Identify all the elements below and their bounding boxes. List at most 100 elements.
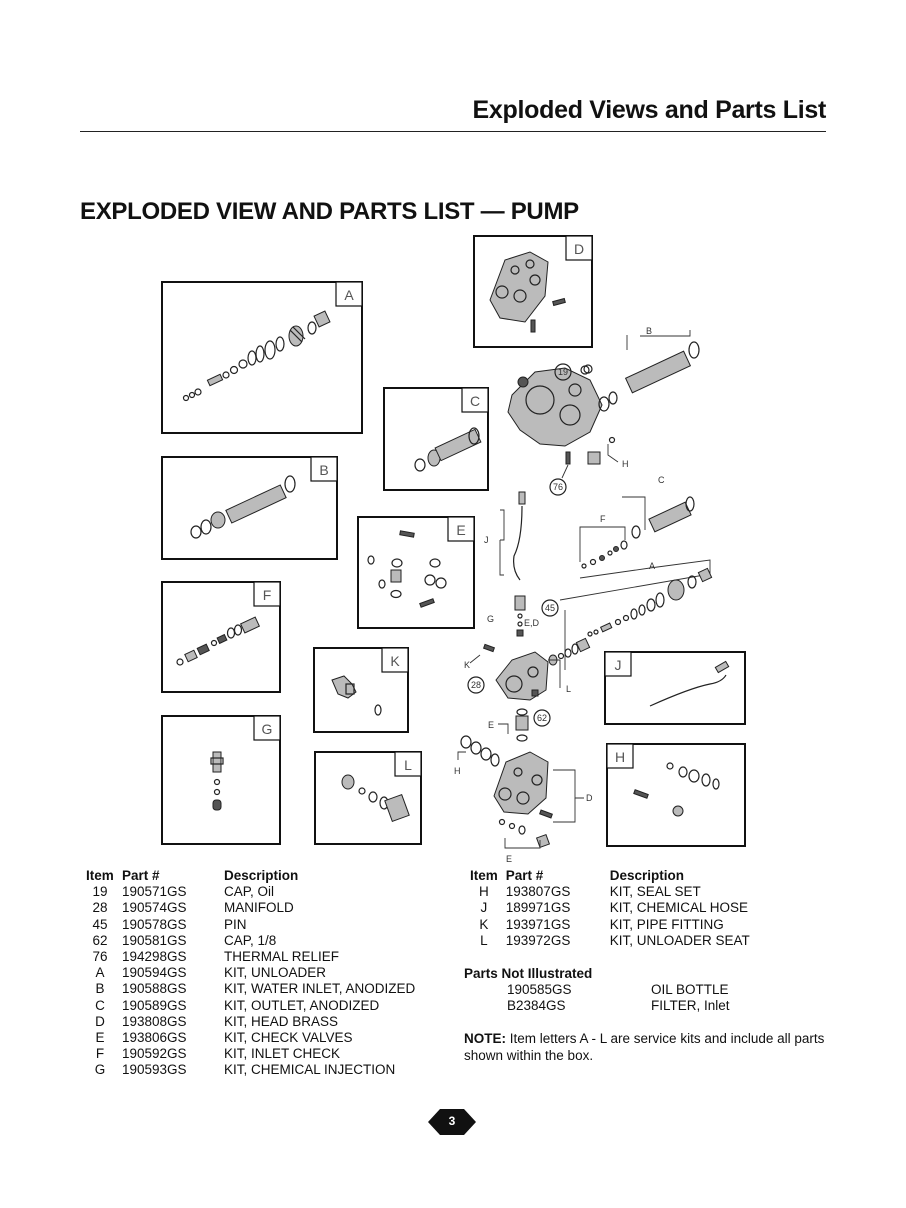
cell-item: F (95, 1046, 105, 1062)
cell-part: 190578GS (122, 916, 187, 932)
unloader-seat-illustration (341, 774, 410, 823)
note-text: Item letters A - L are service kits and … (464, 1031, 825, 1063)
cell-part: 190594GS (122, 965, 187, 981)
cell-description: KIT, CHEMICAL HOSE (609, 900, 749, 916)
cell-item: 45 (92, 916, 108, 932)
unloader-parts-illustration (182, 310, 331, 402)
leader-letter-c: C (658, 475, 665, 485)
cell-part: 190585GS (507, 982, 572, 997)
kit-box-b: B (161, 456, 338, 560)
unloader-chain (587, 567, 713, 637)
kit-box-f: F (161, 581, 281, 693)
pump-head-lower (457, 735, 584, 849)
cell-description: KIT, INLET CHECK (224, 1046, 341, 1062)
callout-45: 45 (541, 599, 559, 617)
kit-label-h: H (615, 749, 625, 765)
manifold-illustration (469, 643, 561, 701)
cell-description: MANIFOLD (224, 900, 294, 916)
cell-description: PIN (224, 916, 247, 932)
leader-letter-e-upper: E (488, 720, 494, 730)
column-header-description: Description (224, 868, 299, 883)
leader-lines-upper (559, 330, 711, 670)
table-row: 45 190578GS PIN (86, 917, 415, 933)
unloader-seat-chain (548, 637, 591, 666)
svg-text:19: 19 (558, 367, 568, 377)
kit-label-l: L (404, 757, 412, 773)
cell-item: J (480, 900, 488, 916)
table-row: F 190592GS KIT, INLET CHECK (86, 1046, 415, 1062)
kit-box-e: E (357, 516, 475, 629)
parts-not-illustrated-title: Parts Not Illustrated (464, 966, 593, 981)
cell-item: C (95, 997, 105, 1013)
kit-box-k: K (313, 647, 409, 733)
cell-description: KIT, CHECK VALVES (224, 1030, 353, 1046)
cell-item: H (479, 884, 489, 900)
cell-item: A (95, 965, 105, 981)
kit-box-h: H (606, 743, 746, 847)
header-divider (80, 131, 826, 132)
leader-letter-j: J (484, 535, 489, 545)
column-header-item: Item (470, 868, 498, 883)
kit-box-l: L (314, 751, 422, 845)
cell-item: L (480, 932, 488, 948)
kit-box-j: J (604, 651, 746, 725)
kit-label-a: A (344, 287, 354, 303)
water-inlet-illustration (190, 475, 296, 539)
cell-item: E (95, 1030, 105, 1046)
column-header-description: Description (609, 868, 685, 883)
section-title: EXPLODED VIEW AND PARTS LIST — PUMP (80, 198, 579, 225)
cell-part: 189971GS (505, 900, 571, 916)
column-header-part: Part # (122, 868, 160, 883)
cell-description: FILTER, Inlet (651, 998, 730, 1014)
cell-part: 190592GS (122, 1046, 187, 1062)
service-kit-note: NOTE: Item letters A - L are service kit… (464, 1030, 836, 1064)
cell-part: 190571GS (122, 884, 187, 900)
kit-label-c: C (470, 393, 480, 409)
cell-part: 190588GS (122, 981, 187, 997)
page-number-badge: 3 (428, 1109, 476, 1135)
kit-box-c: C (383, 387, 489, 491)
leader-letter-e-lower: E (506, 854, 512, 864)
kit-label-j: J (615, 657, 622, 673)
kit-label-g: G (262, 721, 273, 737)
svg-text:76: 76 (553, 482, 563, 492)
cell-part: 190581GS (122, 932, 187, 948)
leader-letter-g: G (487, 614, 494, 624)
cell-description: KIT, PIPE FITTING (609, 916, 724, 932)
exploded-view-diagram: D A (161, 235, 746, 864)
cell-part: 194298GS (122, 949, 187, 965)
kit-label-e: E (456, 522, 465, 538)
table-header-row: Item Part # Description (86, 868, 415, 884)
cell-part: 190593GS (122, 1062, 187, 1078)
table-row: A 190594GS KIT, UNLOADER (86, 965, 415, 981)
kit-box-a: A (161, 281, 363, 434)
inlet-check-illustration (176, 616, 261, 666)
cell-description: OIL BOTTLE (651, 982, 729, 997)
outlet-illustration (414, 427, 482, 472)
leader-letter-a: A (649, 561, 655, 571)
pipe-fitting-illustration (331, 675, 382, 716)
table-row: J 189971GS KIT, CHEMICAL HOSE (470, 900, 750, 916)
leader-letter-l: L (566, 684, 571, 694)
leader-letter-f: F (600, 514, 606, 524)
callout-28: 28 (467, 676, 485, 694)
leader-letter-b: B (646, 326, 652, 336)
leader-letter-e-d: E,D (524, 618, 540, 628)
chemical-hose-assembly (499, 491, 526, 637)
outlet-chain (631, 496, 695, 539)
cell-description: KIT, UNLOADER (224, 965, 327, 981)
kit-box-g: G (161, 715, 281, 845)
cell-description: CAP, 1/8 (224, 932, 277, 948)
screw-illustration (530, 297, 566, 333)
cell-item: G (94, 1062, 106, 1078)
